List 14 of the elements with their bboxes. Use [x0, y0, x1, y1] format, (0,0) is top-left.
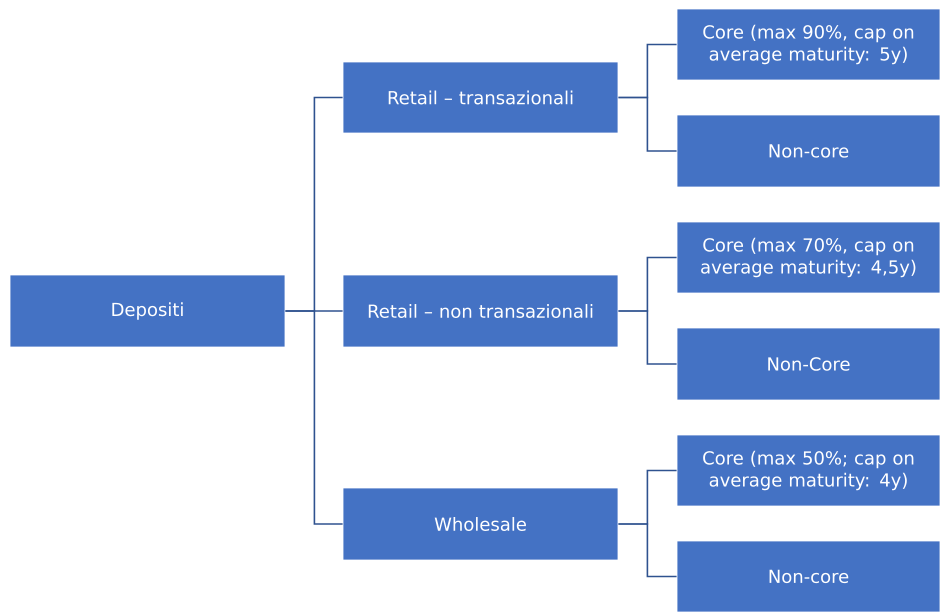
- connector-line: [618, 523, 677, 578]
- process-box: Retail – transazionali: [342, 62, 618, 134]
- process-box: Non-core: [676, 114, 940, 188]
- process-box: Non-core: [676, 540, 940, 612]
- process-box: Depositi: [10, 274, 286, 348]
- process-box: Non-Core: [676, 328, 940, 400]
- connector-line: [285, 310, 343, 525]
- process-box: Core (max 70%, cap on average maturity: 4,5y): [676, 222, 940, 294]
- process-box: Retail – non transazionali: [342, 274, 618, 348]
- process-box: Core (max 90%, cap on average maturity: 5y): [676, 8, 940, 80]
- process-box: Core (max 50%; cap on average maturity: 4y): [676, 434, 940, 506]
- connector-line: [618, 96, 677, 152]
- process-box: Wholesale: [342, 488, 618, 560]
- connector-line: [618, 310, 677, 365]
